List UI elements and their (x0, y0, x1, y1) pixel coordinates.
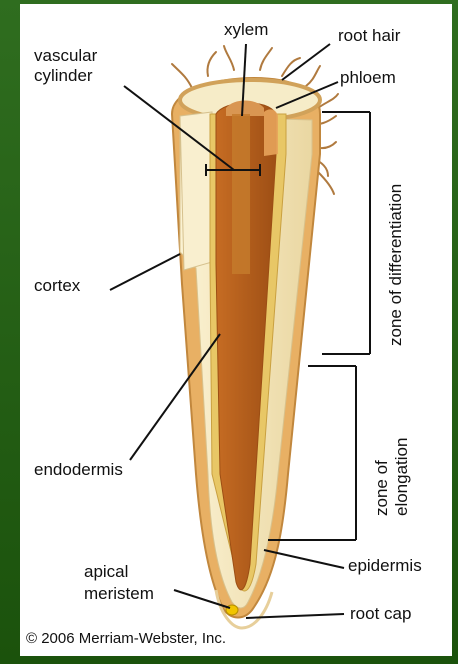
cortex-leader (110, 254, 180, 290)
diagram-panel: xylem root hair phloem vascular cylinder… (20, 4, 452, 656)
label-vascular-1: vascular (34, 46, 97, 65)
label-root-hair: root hair (338, 26, 400, 45)
xylem-strip (232, 114, 250, 274)
root-hair-leader (282, 44, 330, 80)
copyright-text: © 2006 Merriam-Webster, Inc. (26, 630, 226, 647)
zone-differentiation-bracket (322, 112, 370, 354)
label-zone-elongation-1: zone of (372, 460, 391, 516)
label-epidermis: epidermis (348, 556, 422, 575)
phloem-highlight (264, 109, 278, 156)
epidermis-leader (264, 550, 344, 568)
label-xylem: xylem (224, 20, 268, 39)
label-phloem: phloem (340, 68, 396, 87)
label-zone-differentiation: zone of differentiation (386, 184, 405, 346)
label-endodermis: endodermis (34, 460, 123, 479)
label-vascular-2: cylinder (34, 66, 93, 85)
cortex-cutaway (180, 112, 212, 270)
label-apical-2: meristem (84, 584, 154, 603)
label-cortex: cortex (34, 276, 80, 295)
label-zone-elongation-2: elongation (392, 438, 411, 516)
label-apical-1: apical (84, 562, 128, 581)
label-root-cap: root cap (350, 604, 411, 623)
